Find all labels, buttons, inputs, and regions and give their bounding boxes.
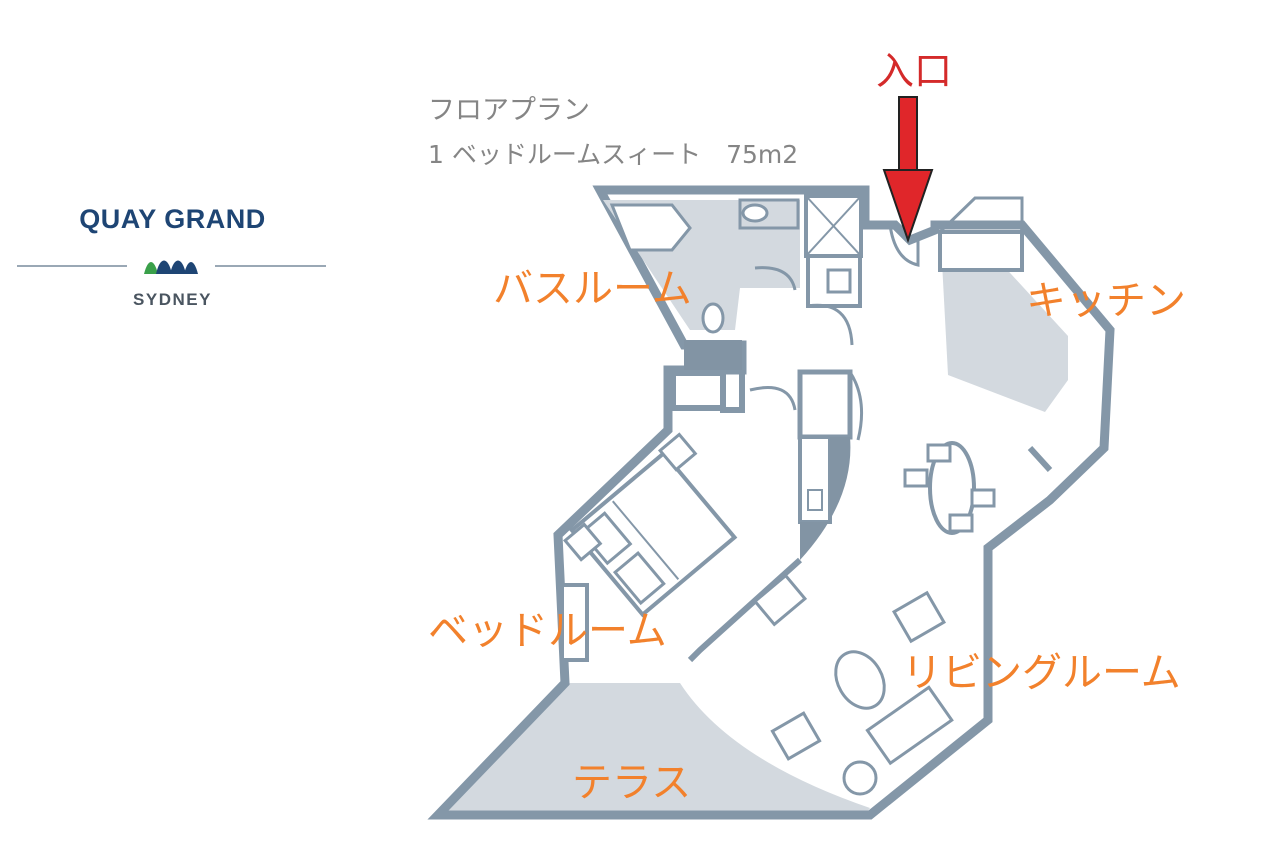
- logo-subtitle: SYDNEY: [133, 290, 212, 309]
- sink-icon: [741, 203, 769, 223]
- nightstand-icon-2: [562, 522, 603, 562]
- room-label-living: リビングルーム: [902, 650, 1181, 696]
- toilet-icon: [701, 302, 725, 334]
- terrace-area: [438, 683, 870, 815]
- wardrobe: [797, 369, 853, 440]
- armchair-icon-2: [770, 711, 822, 761]
- room-label-bathroom: バスルーム: [493, 266, 692, 312]
- sofa-icon: [865, 685, 954, 766]
- logo-rule-left: [17, 265, 127, 267]
- kitchen-upper-cabinet: [938, 196, 1024, 234]
- logo-rule-right: [215, 265, 326, 267]
- nightstand-icon: [657, 432, 698, 472]
- kitchen-fill: [942, 262, 1068, 412]
- hotel-logo: QUAY GRAND SYDNEY: [0, 190, 345, 330]
- entrance-label: 入口: [876, 49, 953, 93]
- floor-plan-title: フロアプラン: [428, 95, 590, 126]
- wave-logo-icon: [144, 260, 198, 274]
- kitchen-counter: [938, 230, 1024, 272]
- room-label-kitchen: キッチン: [1026, 278, 1186, 324]
- bed-icon: [569, 450, 738, 618]
- armchair-icon: [891, 590, 947, 644]
- room-label-bedroom: ベッドルーム: [428, 608, 667, 654]
- side-table-icon: [842, 760, 878, 796]
- bathtub-icon: [609, 203, 692, 252]
- logo-title: QUAY GRAND: [79, 204, 266, 234]
- entrance-arrow-icon: [882, 96, 934, 244]
- room-label-terrace: テラス: [572, 760, 692, 806]
- dining-table-icon: [928, 441, 976, 535]
- suite-description: 1 ベッドルームスィート 75m2: [428, 140, 799, 169]
- vanity-icon: [738, 198, 800, 230]
- coffee-table-icon: [834, 650, 886, 710]
- desk-icon: [560, 583, 589, 662]
